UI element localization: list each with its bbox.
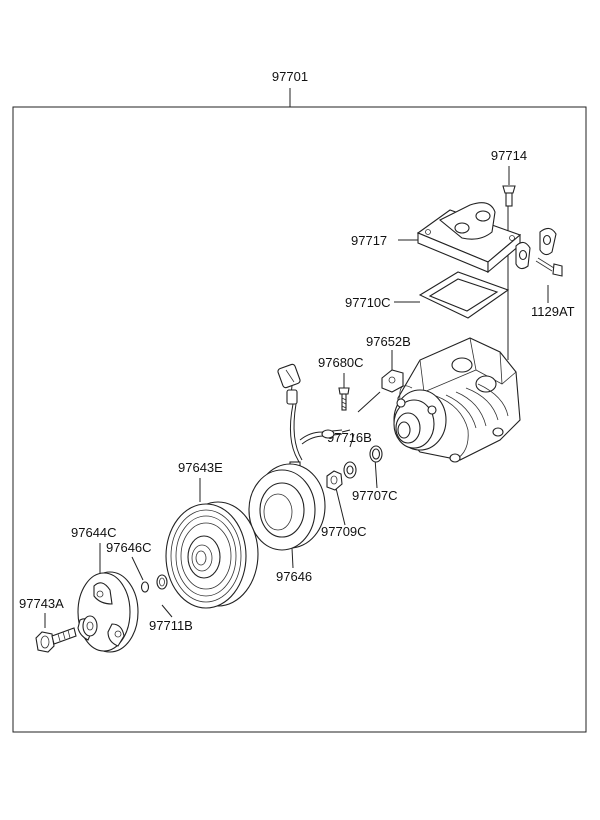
part-label-97707c[interactable]: 97707C xyxy=(352,488,398,503)
screw-97680c-drawing xyxy=(338,387,350,411)
snap-ring-97711b-drawing xyxy=(156,574,168,590)
clutch-hub-97644c-drawing xyxy=(77,571,139,653)
field-coil-97646-drawing xyxy=(248,463,326,551)
assembly-number-label[interactable]: 97701 xyxy=(272,69,308,84)
part-label-97717[interactable]: 97717 xyxy=(351,233,387,248)
pulley-97643e-drawing xyxy=(165,501,259,609)
shim-97646c-drawing xyxy=(140,581,150,593)
leader-lines xyxy=(44,166,549,628)
part-label-97643e[interactable]: 97643E xyxy=(178,460,223,475)
bracket-1129at-drawing xyxy=(515,227,563,277)
washer-97716b-drawing xyxy=(343,461,357,479)
part-label-1129at[interactable]: 1129AT xyxy=(531,304,575,319)
part-label-97714[interactable]: 97714 xyxy=(491,148,527,163)
part-label-97644c[interactable]: 97644C xyxy=(71,525,117,540)
part-label-97743a[interactable]: 97743A xyxy=(19,596,64,611)
bolt-97714-drawing xyxy=(502,185,516,207)
nut-97709c-drawing xyxy=(326,470,343,491)
gasket-97710c-drawing xyxy=(418,271,510,319)
part-label-97709c[interactable]: 97709C xyxy=(321,524,367,539)
bolt-97743a-drawing xyxy=(35,627,77,653)
part-label-97710c[interactable]: 97710C xyxy=(345,295,391,310)
part-label-97680c[interactable]: 97680C xyxy=(318,355,364,370)
part-label-97646[interactable]: 97646 xyxy=(276,569,312,584)
assembly-frame xyxy=(12,106,587,733)
part-label-97646c[interactable]: 97646C xyxy=(106,540,152,555)
part-label-97711b[interactable]: 97711B xyxy=(149,618,193,633)
part-label-97652b[interactable]: 97652B xyxy=(366,334,411,349)
part-label-97716b[interactable]: 97716B xyxy=(327,430,372,445)
seal-97707c-drawing xyxy=(369,445,383,463)
wire-harness-drawing xyxy=(277,363,351,473)
compressor-body-drawing xyxy=(393,337,521,463)
connector-97652b-drawing xyxy=(381,369,404,393)
cover-plate-97717-drawing xyxy=(416,202,522,274)
